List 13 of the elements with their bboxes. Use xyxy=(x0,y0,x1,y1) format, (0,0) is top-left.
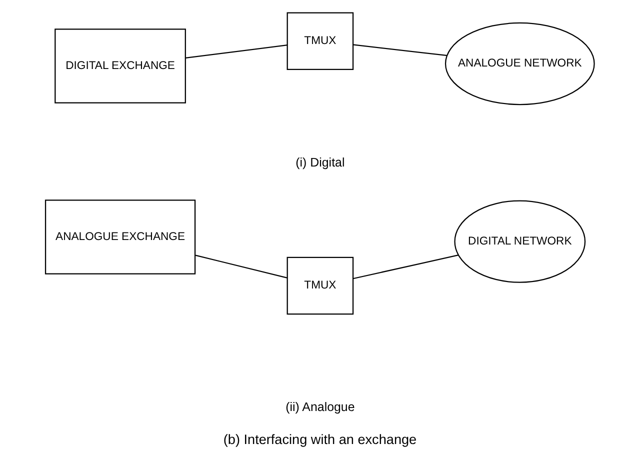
node-ellipse: DIGITAL NETWORK xyxy=(454,200,586,283)
caption: (b) Interfacing with an exchange xyxy=(222,432,416,447)
label: (i) Digital xyxy=(295,156,344,170)
connector xyxy=(194,254,287,278)
node-box: ANALOGUE EXCHANGE xyxy=(44,200,196,274)
connector xyxy=(352,254,458,280)
node-box: TMUX xyxy=(286,256,354,315)
node-box: TMUX xyxy=(286,12,354,70)
node-box: DIGITAL EXCHANGE xyxy=(54,28,186,104)
connector xyxy=(352,44,446,56)
connector xyxy=(185,44,287,58)
node-ellipse: ANALOGUE NETWORK xyxy=(444,22,594,106)
label: (ii) Analogue xyxy=(285,400,354,414)
